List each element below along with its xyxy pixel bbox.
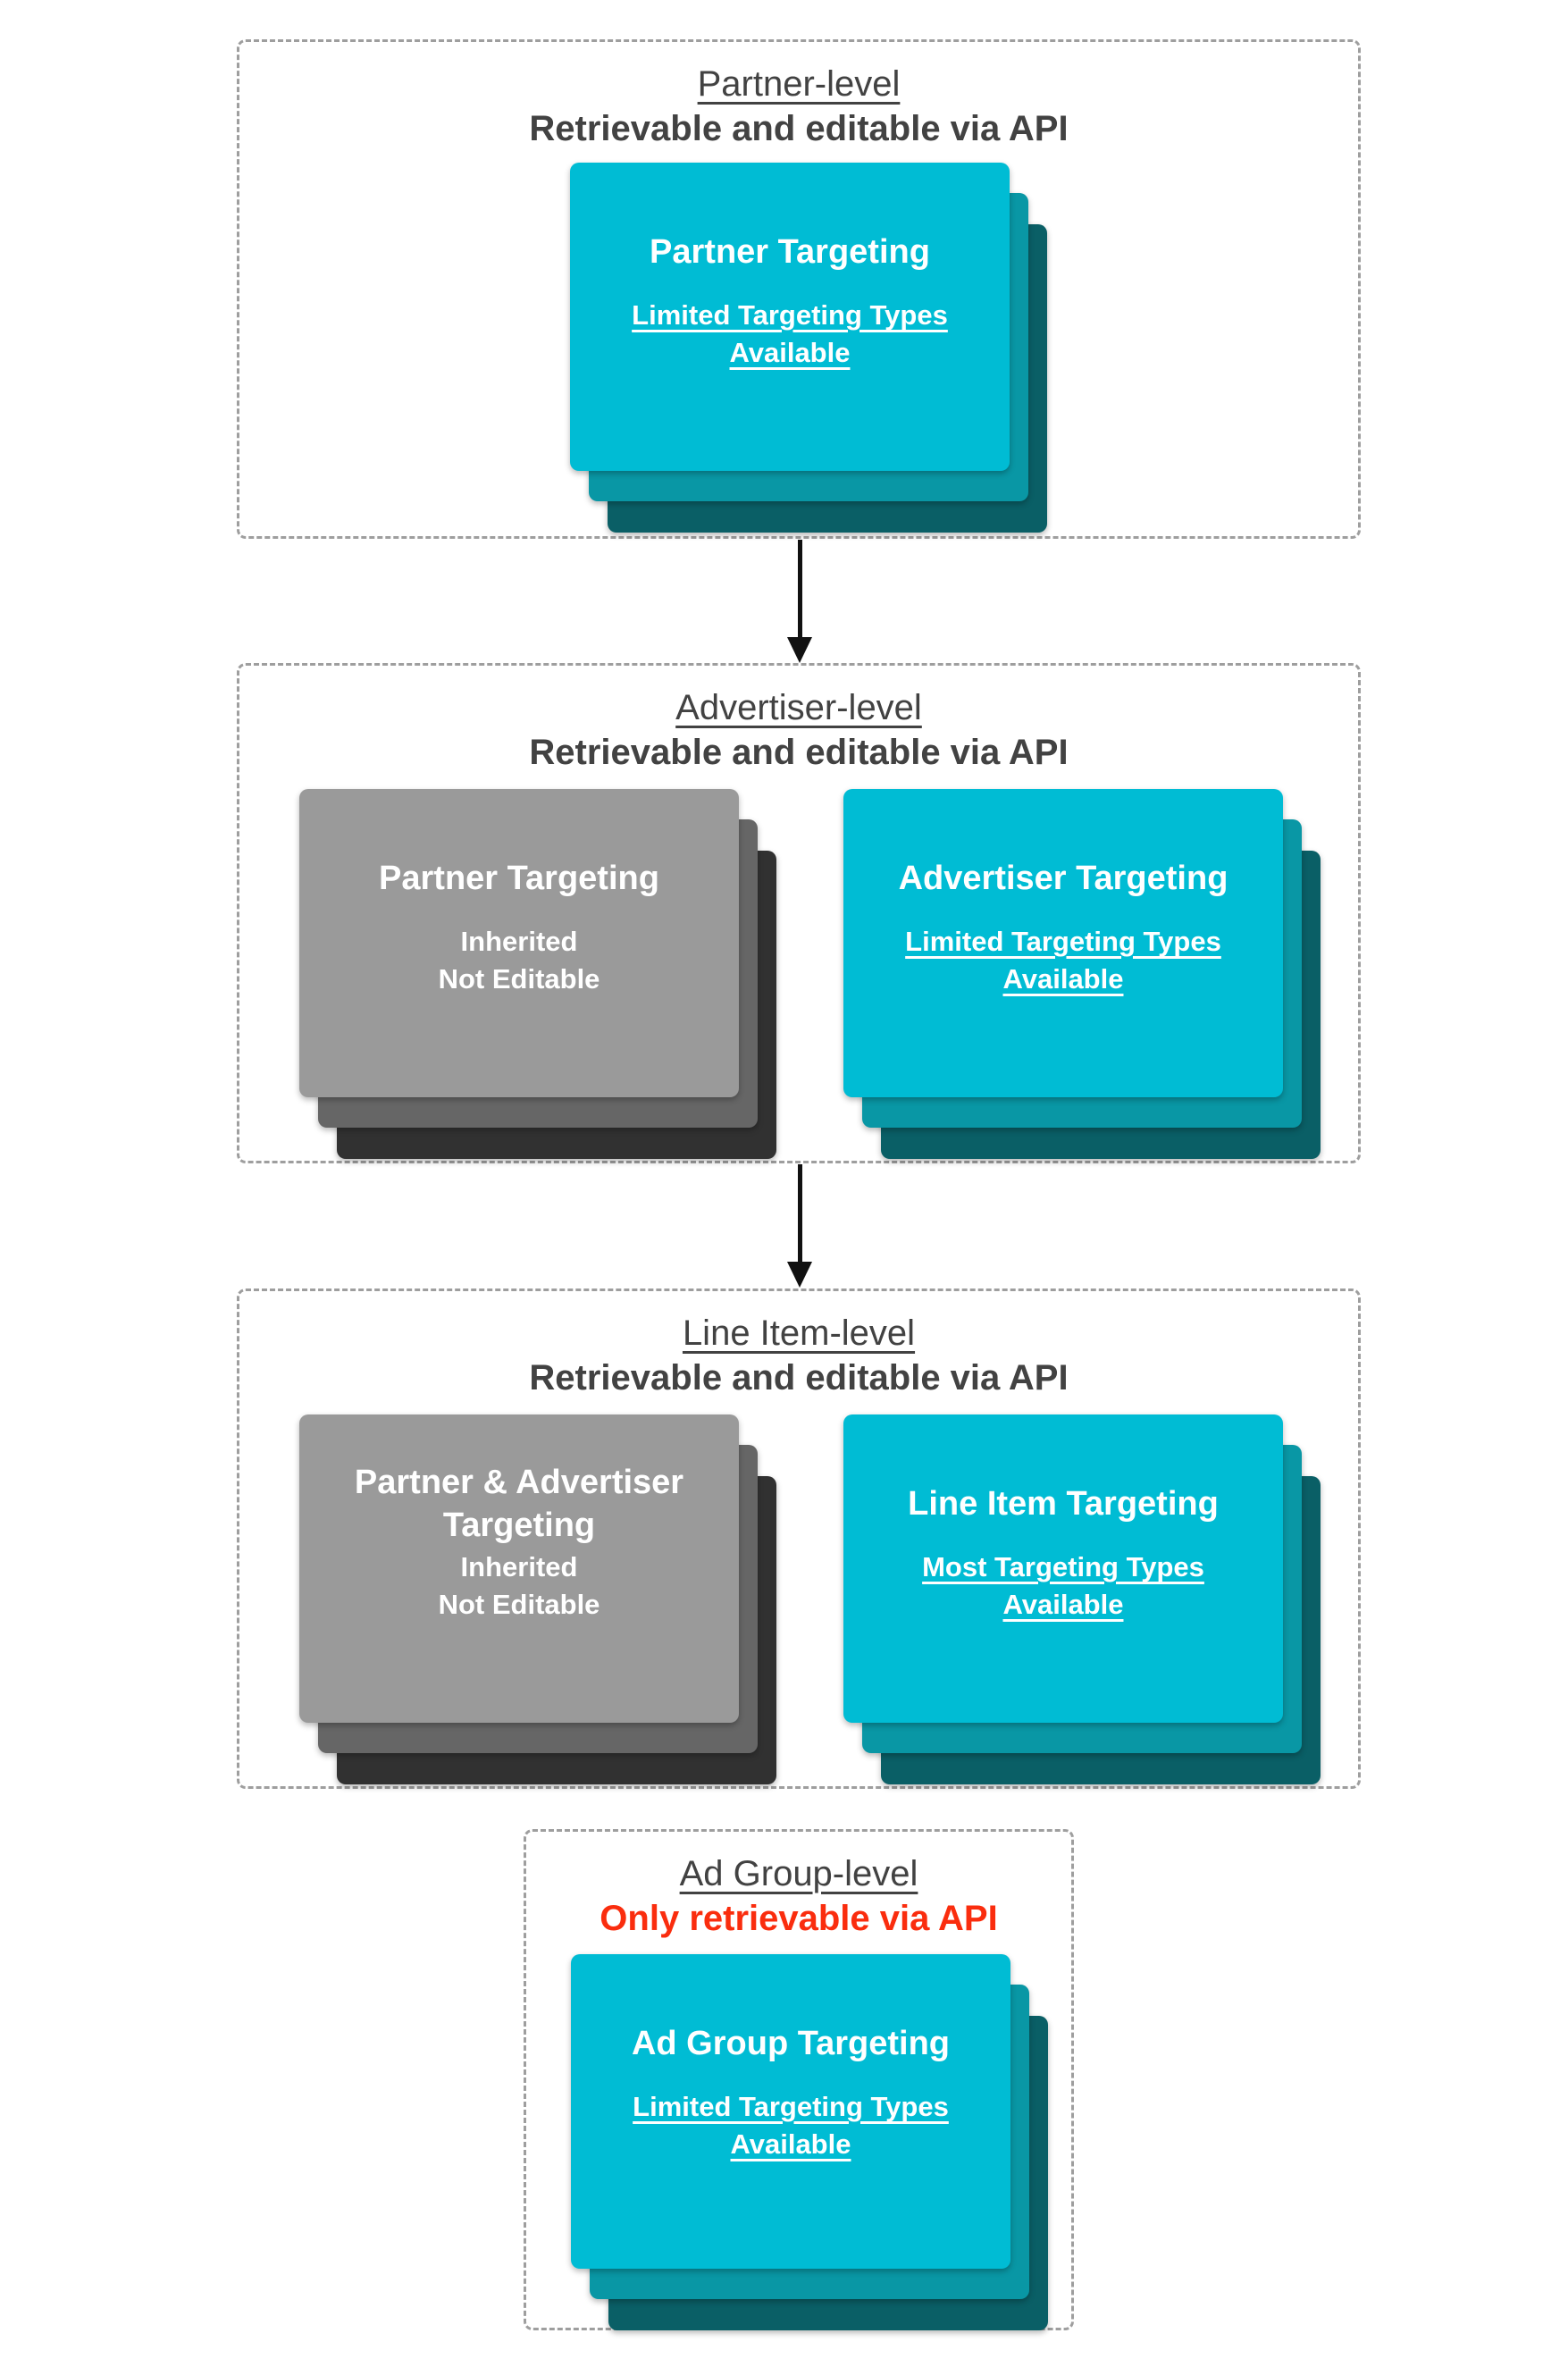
flow-arrow-advertiser-to-lineitem [786,1164,813,1288]
section-header: Ad Group-level Only retrievable via API [526,1832,1071,1941]
level-access-note: Retrievable and editable via API [529,109,1069,148]
card-subtitle: Limited Targeting Types Available [586,297,994,372]
card-subtitle-line1: Limited Targeting Types [905,926,1221,957]
card-stack-ad-group-targeting: Ad Group Targeting Limited Targeting Typ… [571,1954,1048,2330]
card-stack-partner-targeting: Partner Targeting Limited Targeting Type… [570,163,1047,533]
card-title: Ad Group Targeting [631,2025,951,2062]
card-subtitle-line2: Available [1002,1589,1124,1620]
section-header: Line Item-level Retrievable and editable… [239,1291,1358,1400]
section-line-item-level: Line Item-level Retrievable and editable… [237,1288,1361,1789]
arrow-down-icon [787,1262,812,1288]
level-title: Line Item-level [682,1314,916,1353]
level-title: Partner-level [697,64,901,104]
card-stack-advertiser-targeting: Advertiser Targeting Limited Targeting T… [843,789,1321,1159]
level-access-note: Retrievable and editable via API [529,1358,1069,1398]
card-subtitle: Inherited Not Editable [315,1549,723,1624]
section-partner-level: Partner-level Retrievable and editable v… [237,39,1361,539]
card-stack-inherited-partner-advertiser-targeting: Partner & Advertiser Targeting Inherited… [299,1414,776,1784]
card-advertiser-targeting: Advertiser Targeting Limited Targeting T… [843,789,1283,1097]
card-ad-group-targeting: Ad Group Targeting Limited Targeting Typ… [571,1954,1010,2269]
card-subtitle-line1: Inherited [460,926,578,957]
card-subtitle: Inherited Not Editable [315,923,723,998]
section-ad-group-level: Ad Group-level Only retrievable via API … [524,1829,1074,2330]
card-subtitle-line2: Available [729,337,851,368]
card-title: Line Item Targeting [908,1485,1219,1523]
card-stack-line-item-targeting: Line Item Targeting Most Targeting Types… [843,1414,1321,1784]
section-header: Partner-level Retrievable and editable v… [239,42,1358,151]
card-subtitle-line2: Not Editable [438,1589,600,1620]
level-access-note: Retrievable and editable via API [529,733,1069,772]
card-subtitle: Most Targeting Types Available [859,1549,1267,1624]
section-advertiser-level: Advertiser-level Retrievable and editabl… [237,663,1361,1163]
card-subtitle-line1: Limited Targeting Types [633,2091,949,2122]
card-line-item-targeting: Line Item Targeting Most Targeting Types… [843,1414,1283,1723]
card-partner-targeting: Partner Targeting Limited Targeting Type… [570,163,1010,471]
card-subtitle-line1: Inherited [460,1551,578,1582]
section-header: Advertiser-level Retrievable and editabl… [239,666,1358,775]
arrow-down-icon [787,637,812,663]
card-subtitle-line2: Available [730,2128,851,2160]
level-access-note: Only retrievable via API [600,1899,998,1938]
card-title: Partner Targeting [379,860,659,897]
card-stack-inherited-partner-targeting: Partner Targeting Inherited Not Editable [299,789,776,1159]
card-subtitle-line2: Not Editable [438,963,600,995]
card-subtitle-line1: Limited Targeting Types [632,299,948,331]
card-subtitle: Limited Targeting Types Available [859,923,1267,998]
card-subtitle: Limited Targeting Types Available [587,2088,994,2163]
card-title: Partner Targeting [650,233,930,271]
card-inherited-partner-advertiser-targeting: Partner & Advertiser Targeting Inherited… [299,1414,739,1723]
card-subtitle-line1: Most Targeting Types [922,1551,1204,1582]
arrow-line [798,540,802,638]
flow-arrow-partner-to-advertiser [786,540,813,663]
level-title: Ad Group-level [679,1854,918,1893]
card-title: Advertiser Targeting [898,860,1228,897]
level-title: Advertiser-level [675,688,922,727]
card-subtitle-line2: Available [1002,963,1124,995]
card-inherited-partner-targeting: Partner Targeting Inherited Not Editable [299,789,739,1097]
card-title: Partner & Advertiser Targeting [354,1464,684,1544]
arrow-line [798,1164,802,1263]
